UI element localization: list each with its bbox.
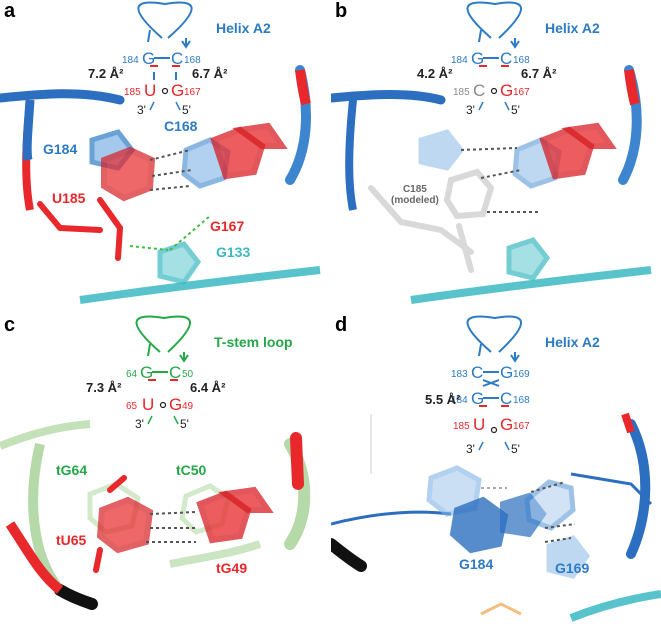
bottom-right-number: 167	[184, 87, 201, 98]
left-energy: 5.5 Å²	[425, 392, 461, 407]
label-g169: G169	[555, 560, 590, 576]
top-right-base: C	[169, 363, 182, 382]
bottom-right-base: G	[169, 395, 183, 414]
top-left-base: G	[471, 49, 485, 68]
right-energy: 6.4 Å²	[190, 380, 226, 395]
right-energy: 6.7 Å²	[521, 66, 557, 81]
panel-d: d Helix A2 183 C G 169 184 G C 168 185 U…	[331, 314, 661, 628]
top-left-base: G	[140, 363, 154, 382]
label-c168: C168	[164, 118, 198, 134]
bottom-left-base: U	[144, 81, 157, 100]
row1-right-number: 169	[513, 369, 530, 380]
bottom-right-base: G	[171, 81, 185, 100]
end-3prime: 3'	[137, 103, 146, 117]
left-energy: 4.2 Å²	[417, 66, 453, 81]
label-g184: G184	[43, 141, 78, 157]
panel-d-structure	[331, 315, 661, 622]
row1-left-number: 183	[451, 369, 468, 380]
end-5prime: 5'	[182, 103, 191, 117]
top-right-number: 168	[513, 55, 530, 66]
bottom-right-number: 49	[182, 401, 194, 412]
panel-b: b Helix A2 184 G C 168 185 C G 167 4.2 Å…	[331, 0, 661, 314]
panel-letter: b	[335, 0, 348, 22]
row1-right-base: G	[500, 363, 514, 382]
end-3prime: 3'	[466, 103, 475, 117]
label-tu65: tU65	[56, 532, 87, 548]
right-energy: 6.7 Å²	[192, 66, 228, 81]
top-right-number: 50	[182, 369, 194, 380]
top-right-base: C	[500, 49, 513, 68]
left-energy: 7.2 Å²	[88, 66, 124, 81]
panel-title: T-stem loop	[214, 334, 293, 350]
bottom-right-number: 167	[513, 87, 530, 98]
bottom-left-base: U	[142, 395, 155, 414]
label-u185: U185	[52, 190, 86, 206]
top-left-base: G	[142, 49, 156, 68]
row3-right-number: 167	[513, 421, 530, 432]
row2-left-base: G	[471, 389, 485, 408]
row2-left-number: 184	[451, 395, 468, 406]
top-left-number: 184	[451, 55, 468, 66]
panel-a: a Helix A2 184 G C 168 185 U G 167 7.2 Å…	[0, 0, 330, 314]
label-g133: G133	[216, 244, 251, 260]
panel-title: Helix A2	[216, 20, 271, 36]
label-modeled: (modeled)	[391, 195, 439, 206]
label-g184: G184	[459, 556, 494, 572]
end-3prime: 3'	[466, 442, 475, 456]
panel-title: Helix A2	[545, 334, 600, 350]
end-5prime: 5'	[511, 103, 520, 117]
top-right-base: C	[171, 49, 184, 68]
end-5prime: 5'	[511, 442, 520, 456]
row3-left-number: 185	[453, 421, 470, 432]
bottom-left-number: 65	[126, 401, 138, 412]
bottom-left-number: 185	[453, 87, 470, 98]
panel-c-structure	[0, 315, 311, 610]
label-c185: C185	[402, 184, 427, 195]
top-left-number: 184	[122, 55, 139, 66]
panel-letter: c	[4, 314, 16, 336]
panel-a-structure	[0, 1, 321, 304]
row3-right-base: G	[500, 415, 514, 434]
label-tg49: tG49	[216, 560, 248, 576]
panel-title: Helix A2	[545, 20, 600, 36]
row1-left-base: C	[471, 363, 484, 382]
bottom-left-number: 185	[124, 87, 141, 98]
row2-right-number: 168	[513, 395, 530, 406]
panel-letter: a	[4, 0, 16, 22]
panel-c: c T-stem loop 64 G C 50 65 U G 49 7.3 Å²…	[0, 314, 330, 628]
bottom-right-base: G	[500, 81, 514, 100]
panel-b-structure	[331, 1, 652, 304]
bottom-left-base: C	[473, 81, 486, 100]
top-left-number: 64	[126, 369, 138, 380]
end-5prime: 5'	[180, 417, 189, 431]
label-tg64: tG64	[56, 462, 88, 478]
panel-letter: d	[335, 314, 348, 336]
row3-left-base: U	[473, 415, 486, 434]
label-g167: G167	[210, 218, 245, 234]
left-energy: 7.3 Å²	[86, 380, 122, 395]
label-c185-modeled: C185 (modeled)	[391, 184, 439, 206]
top-right-number: 168	[184, 55, 201, 66]
end-3prime: 3'	[135, 417, 144, 431]
row2-right-base: C	[500, 389, 513, 408]
label-tc50: tC50	[176, 462, 207, 478]
